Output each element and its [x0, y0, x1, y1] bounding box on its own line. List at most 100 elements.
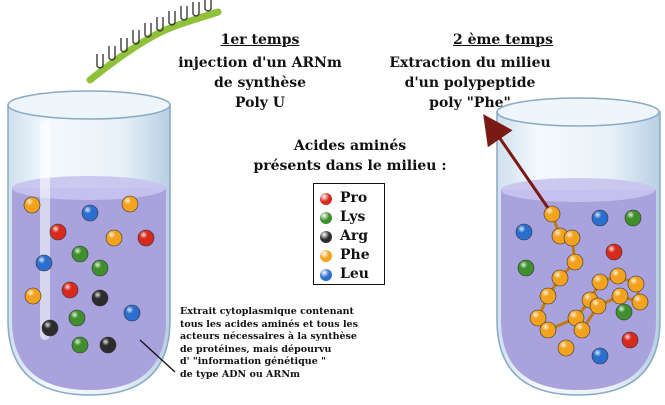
- polypeptide-phe-residues: [529, 205, 649, 339]
- step1-line-3: Poly U: [234, 95, 286, 111]
- poly-phe-chain: [529, 205, 649, 339]
- phe-residue: [551, 269, 569, 287]
- leu-ball: [591, 347, 609, 365]
- phe-ball: [557, 339, 575, 357]
- caption-pointer-line: [139, 339, 176, 373]
- phe-residue: [589, 297, 607, 315]
- phe-ball: [121, 195, 139, 213]
- arg-ball-icon: [320, 231, 332, 243]
- caption-line-5: d' "information génétique ": [180, 356, 326, 368]
- leu-ball: [35, 254, 53, 272]
- step2-line-2: d'un polypeptide: [404, 75, 536, 91]
- leu-ball: [515, 223, 533, 241]
- right-tube-rim: [496, 97, 660, 127]
- phe-residue: [529, 309, 547, 327]
- phe-ball: [24, 287, 42, 305]
- arg-ball: [91, 289, 109, 307]
- amino-acids-title-line-1: Acides aminés: [293, 138, 407, 154]
- phe-residue: [611, 287, 629, 305]
- leu-ball: [591, 209, 609, 227]
- extraction-arrow: [483, 114, 550, 209]
- phe-residue: [539, 287, 557, 305]
- step2-line-1: Extraction du milieu: [389, 55, 551, 71]
- mrna-poly-u-strand: [86, 0, 222, 84]
- left-liquid-surface: [12, 176, 166, 200]
- step2-title: 2 ème temps: [453, 32, 553, 48]
- extract-caption: Extrait cytoplasmique contenant tous les…: [180, 306, 380, 381]
- u-base-icon: [192, 2, 200, 17]
- left-tube-rim: [7, 90, 171, 120]
- phe-ball: [105, 229, 123, 247]
- phe-ball: [23, 196, 41, 214]
- u-base-icon: [144, 23, 152, 38]
- legend-label: Lys: [340, 209, 366, 225]
- amino-acids-title-line-2: présents dans le milieu :: [253, 158, 447, 174]
- step1-title: 1er temps: [220, 32, 300, 48]
- phe-residue: [627, 275, 645, 293]
- pro-ball: [61, 281, 79, 299]
- lys-ball: [91, 259, 109, 277]
- u-base-icon: [204, 0, 212, 12]
- left-tube-reflection: [40, 120, 50, 340]
- caption-line-2: tous les acides aminés et tous les: [180, 318, 358, 330]
- pro-ball: [605, 243, 623, 261]
- lys-ball: [71, 336, 89, 354]
- u-base-icon: [180, 6, 188, 21]
- step1-line-1: injection d'un ARNm: [178, 55, 342, 71]
- legend-item-arg: Arg: [314, 228, 384, 246]
- right-liquid-surface: [501, 178, 655, 202]
- arg-ball: [99, 336, 117, 354]
- legend-label: Leu: [340, 266, 369, 282]
- legend-item-lys: Lys: [314, 209, 384, 227]
- right-test-tube: [496, 97, 661, 396]
- lys-ball: [68, 309, 86, 327]
- mrna-backbone: [86, 8, 222, 84]
- lys-ball: [517, 259, 535, 277]
- lys-ball: [71, 245, 89, 263]
- step2-line-3: poly "Phe": [429, 95, 511, 111]
- legend-item-pro: Pro: [314, 190, 384, 208]
- step1-line-2: de synthèse: [213, 75, 307, 91]
- left-tube-amino-acids: [23, 195, 155, 354]
- phe-residue: [631, 293, 649, 311]
- leu-ball: [81, 204, 99, 222]
- u-base-icon: [156, 17, 164, 32]
- right-tube-amino-acids: [515, 209, 642, 365]
- pro-ball: [621, 331, 639, 349]
- right-tube-liquid: [501, 190, 656, 390]
- phe-residue: [609, 267, 627, 285]
- phe-residue: [563, 229, 581, 247]
- lys-ball: [615, 303, 633, 321]
- lys-ball: [624, 209, 642, 227]
- u-base-icon: [132, 30, 140, 45]
- caption-line-3: acteurs nécessaires à la synthèse: [180, 331, 357, 343]
- arg-ball: [41, 319, 59, 337]
- phe-residue: [591, 273, 609, 291]
- legend-label: Pro: [340, 190, 368, 206]
- lys-ball-icon: [320, 212, 332, 224]
- pro-ball-icon: [320, 193, 332, 205]
- u-base-icon: [168, 11, 176, 26]
- u-base-icon: [108, 46, 116, 61]
- phe-residue: [566, 253, 584, 271]
- legend-item-leu: Leu: [314, 266, 384, 284]
- legend-item-phe: Phe: [314, 247, 384, 265]
- caption-line-4: de protéines, mais dépourvu: [180, 343, 332, 355]
- phe-residue: [539, 321, 557, 339]
- phe-residue: [573, 321, 591, 339]
- u-base-icon: [96, 54, 104, 69]
- leu-ball: [123, 304, 141, 322]
- mrna-u-bases: [96, 0, 212, 69]
- phe-ball-icon: [320, 250, 332, 262]
- pro-ball: [49, 223, 67, 241]
- left-tube-liquid: [12, 188, 166, 390]
- legend-label: Arg: [340, 228, 369, 244]
- pro-ball: [137, 229, 155, 247]
- amino-acid-legend: Pro Lys Arg Phe Leu: [313, 183, 385, 285]
- leu-ball-icon: [320, 269, 332, 281]
- u-base-icon: [120, 38, 128, 53]
- phe-residue: [543, 205, 561, 223]
- caption-line-1: Extrait cytoplasmique contenant: [180, 306, 354, 317]
- legend-label: Phe: [340, 247, 370, 263]
